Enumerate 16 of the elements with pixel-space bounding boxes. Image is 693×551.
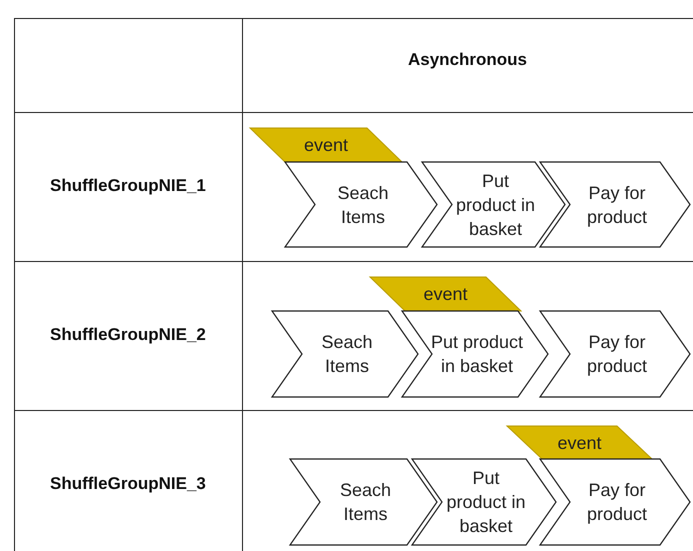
row-header: ShuffleGroupNIE_3 [50, 474, 206, 494]
chevron-step: Put product in basket [402, 311, 548, 397]
chevron-step: Pay for product [540, 162, 690, 247]
chevron-step: Pay for product [540, 311, 690, 397]
chevron-step: Seach Items [272, 311, 418, 397]
chevron-step: Seach Items [285, 162, 437, 247]
chevron-step: Put product in basket [422, 162, 565, 247]
event-tag: event [507, 426, 652, 459]
event-tag: event [370, 277, 521, 311]
chevron-step: Put product in basket [412, 459, 556, 545]
row-header: ShuffleGroupNIE_1 [50, 176, 206, 196]
chevron-step: Pay for product [540, 459, 690, 545]
row-header: ShuffleGroupNIE_2 [50, 325, 206, 345]
chevron-step: Seach Items [290, 459, 437, 545]
column-header: Asynchronous [408, 50, 528, 70]
event-tag: event [250, 128, 402, 162]
